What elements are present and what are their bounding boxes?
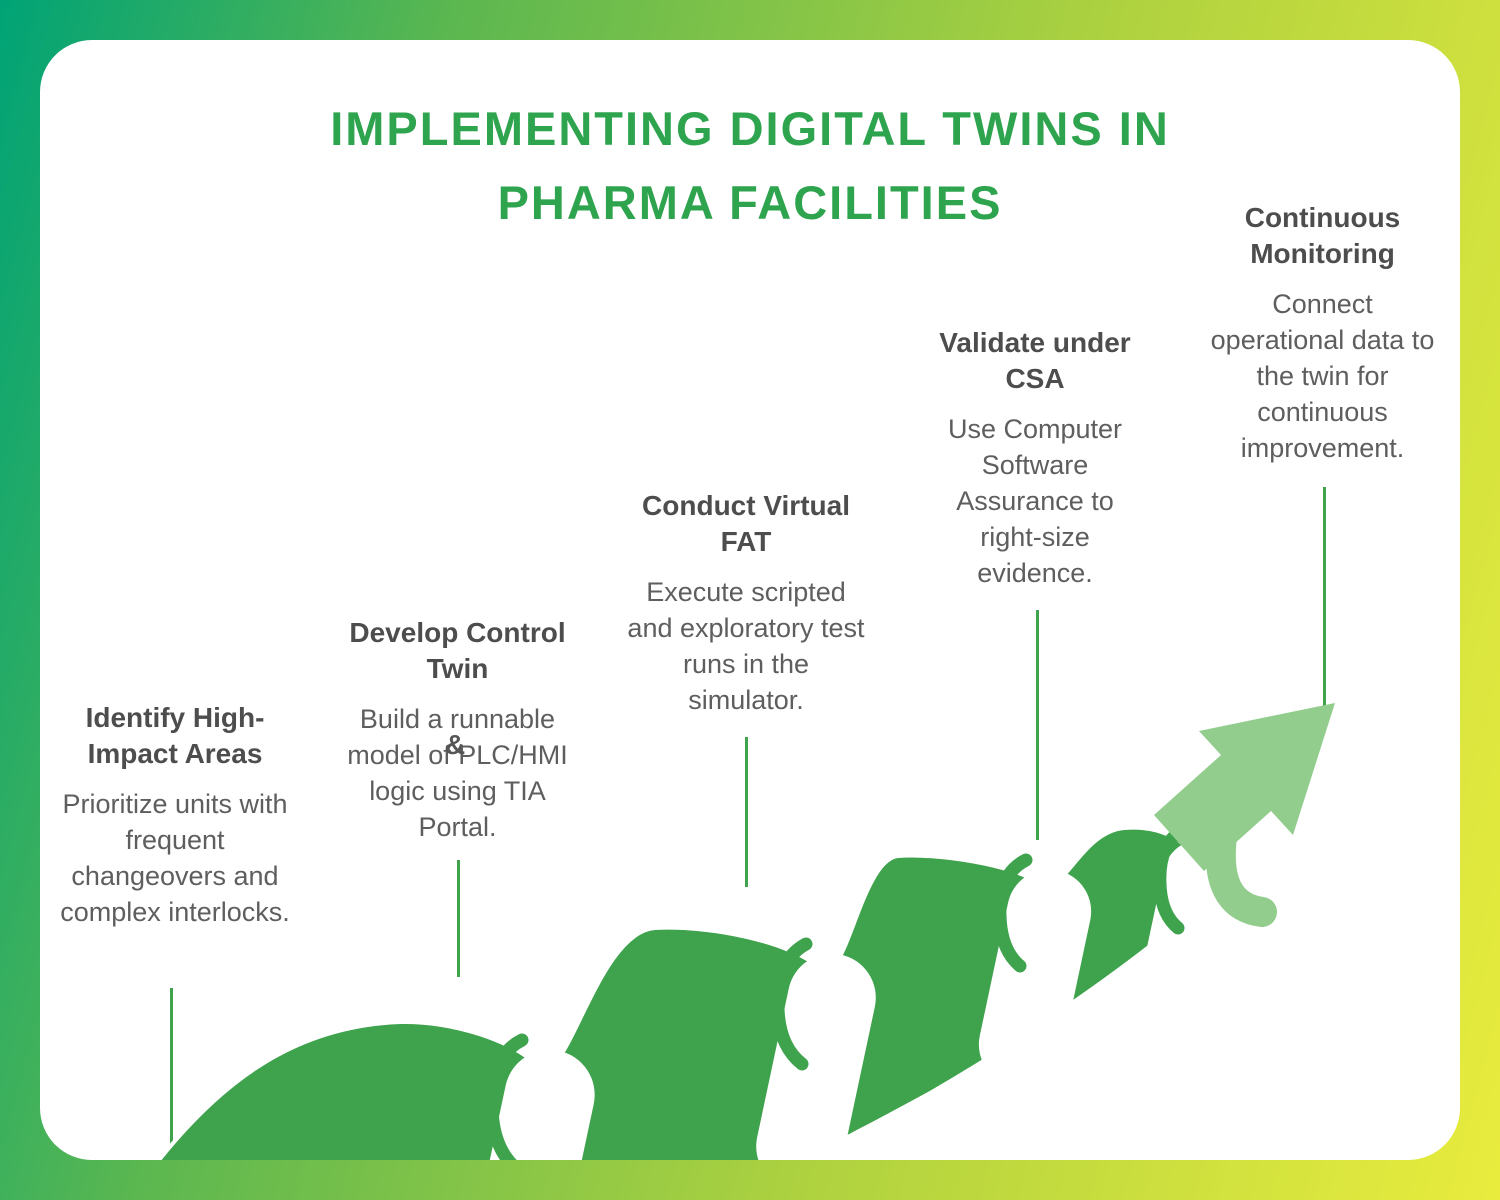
connector-line-step-5 <box>1323 487 1326 713</box>
step-heading: Conduct Virtual FAT <box>642 490 850 557</box>
stray-ampersand: & <box>445 729 466 760</box>
wave-curl-4 <box>1153 823 1190 935</box>
wave-gap-1 <box>469 1049 595 1160</box>
connector-line-step-4 <box>1036 610 1039 840</box>
wave-graphic <box>156 703 1335 1160</box>
step-heading: Identify High-Impact Areas <box>85 702 265 769</box>
step-body: Use Computer Software Assurance to right… <box>947 414 1123 588</box>
connector-line-step-3 <box>745 737 748 887</box>
connector-line-step-2 <box>457 860 460 977</box>
page-title-line-1: IMPLEMENTING DIGITAL TWINS IN <box>330 102 1170 155</box>
step-heading: Continuous Monitoring <box>1244 202 1401 269</box>
wave-gap-2 <box>756 953 876 1160</box>
connector-line-step-1 <box>170 988 173 1160</box>
step-body-text: Build a runnable model of PLC/HMI logic … <box>347 704 568 842</box>
wave-ribbon <box>156 825 1227 1160</box>
page-title: IMPLEMENTING DIGITAL TWINS IN PHARMA FAC… <box>40 92 1460 240</box>
arrow-head-icon <box>1154 703 1335 871</box>
wave-curl-2 <box>771 937 813 1071</box>
step-body: Prioritize units with frequent changeove… <box>60 789 290 927</box>
page-title-line-2: PHARMA FACILITIES <box>497 176 1003 229</box>
step-body: Execute scripted and exploratory test ru… <box>627 577 865 715</box>
step-continuous-monitoring: Continuous Monitoring Connect operationa… <box>1210 200 1435 466</box>
wave-curl-1 <box>485 1033 529 1160</box>
step-body: Build a runnable model of PLC/HMI logic … <box>345 701 570 845</box>
step-body: Connect operational data to the twin for… <box>1210 289 1435 463</box>
step-validate-under-csa: Validate under CSA Use Computer Software… <box>925 325 1145 591</box>
step-conduct-virtual-fat: Conduct Virtual FAT Execute scripted and… <box>626 488 866 718</box>
card-content-layer: IMPLEMENTING DIGITAL TWINS IN PHARMA FAC… <box>40 40 1460 1160</box>
step-develop-control-twin: Develop Control Twin Build a runnable mo… <box>345 615 570 845</box>
wave-curl-3 <box>993 853 1033 973</box>
step-heading: Validate under CSA <box>939 327 1131 394</box>
card: IMPLEMENTING DIGITAL TWINS IN PHARMA FAC… <box>40 40 1460 1160</box>
step-heading: Develop Control Twin <box>349 617 566 684</box>
step-identify-high-impact-areas: Identify High-Impact Areas Prioritize un… <box>55 700 295 930</box>
